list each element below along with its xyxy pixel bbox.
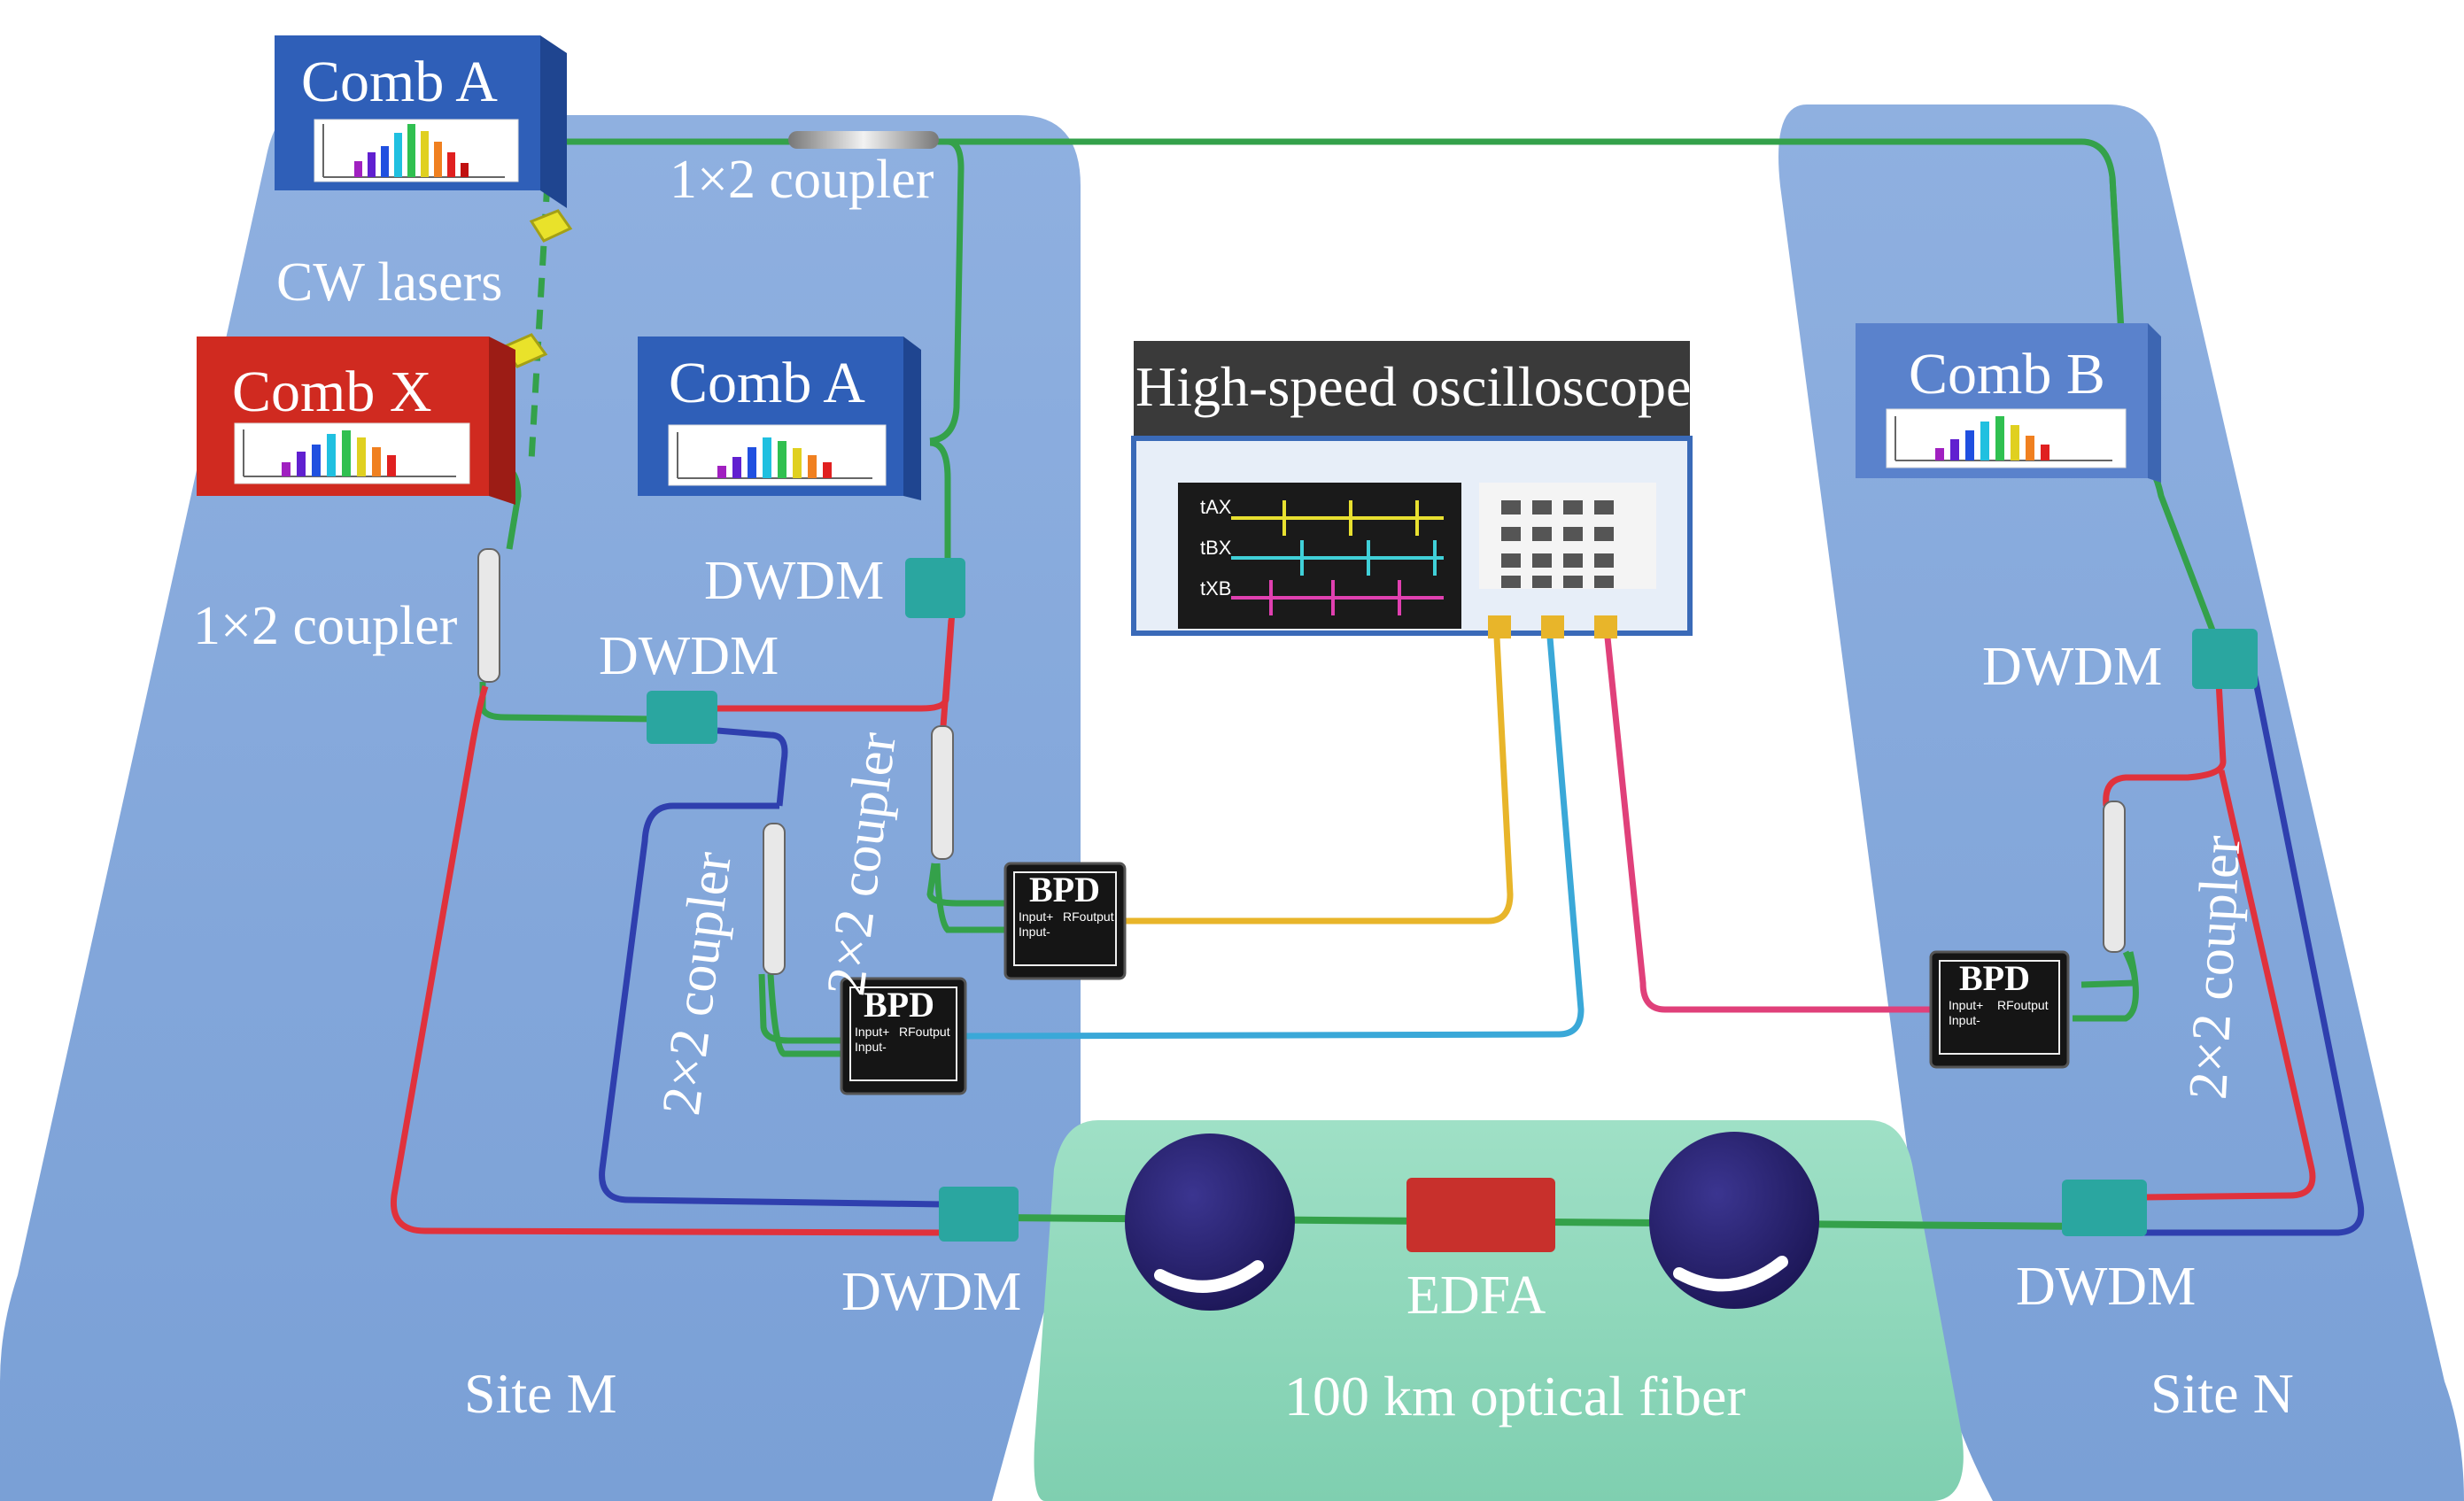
comb-b-device [1856, 323, 2161, 483]
bpd-upper-device [1003, 862, 1127, 980]
comb-a-top-spectrum-icon [322, 124, 505, 178]
coupler-right-2x2-label: 2×2 coupler [2178, 833, 2252, 1102]
coupler-left [477, 548, 500, 683]
bpd-right-port-in-plus: Input+ [1949, 998, 1984, 1012]
bpd-lower-port-in-plus: Input+ [855, 1025, 890, 1039]
bpd-upper-port-rf: RFoutput [1063, 909, 1114, 924]
fiber-red-left [390, 685, 949, 1236]
oscilloscope-device [1131, 341, 1693, 638]
coupler-mid-2x2 [931, 725, 954, 860]
trace-tbx-label: tBX [1200, 537, 1232, 559]
fiber-blue-right-loop [2143, 672, 2365, 1236]
trace-txb [1231, 580, 1444, 615]
bpd-right-port-rf: RFoutput [1997, 998, 2049, 1012]
comb-b-spectrum-icon [1894, 416, 2112, 461]
edfa-label: EDFA [1406, 1265, 1546, 1326]
site-m-label: Site M [464, 1362, 617, 1425]
dwdm-upper-mid-label: DWDM [704, 551, 885, 611]
bpd-lower-title: BPD [864, 985, 934, 1025]
cable-yellow [1125, 637, 1514, 925]
comb-x-spectrum-icon [243, 429, 456, 477]
dwdm-right-bottom [2062, 1180, 2147, 1236]
trace-tax-label: tAX [1200, 496, 1232, 518]
dwdm-right-upper [2192, 629, 2258, 689]
spool-right [1649, 1132, 1819, 1309]
bpd-lower-port-rf: RFoutput [899, 1025, 950, 1039]
dwdm-upper-left-label: DWDM [599, 626, 779, 686]
edfa-box [1406, 1178, 1555, 1252]
comb-a-mid-label: Comb A [669, 351, 865, 415]
bpd-right-title: BPD [1959, 958, 2030, 998]
fiber-red-right-dwdm [2103, 681, 2227, 807]
comb-b-label: Comb B [1909, 342, 2105, 406]
dwdm-bottom-left [939, 1187, 1019, 1242]
trace-tax [1231, 500, 1444, 536]
dwdm-right-upper-label: DWDM [1982, 637, 2163, 697]
comb-a-mid-spectrum-icon [677, 432, 872, 479]
cable-cyan [965, 637, 1585, 1040]
fiber-coupler-to-comb-a [929, 138, 965, 445]
fiber-cw-dashed [528, 150, 553, 461]
bpd-lower-device [840, 977, 967, 1095]
coupler-top [788, 131, 939, 149]
fiber-red-right-loop [2142, 770, 2316, 1201]
fiber-link-label: 100 km optical fiber [1284, 1365, 1746, 1427]
bpd-right-port-in-minus: Input- [1949, 1013, 1980, 1027]
fiber-mid-coupler-bpd [926, 863, 1019, 933]
dwdm-upper-mid [905, 558, 965, 618]
coupler-left-label: 1×2 coupler [193, 596, 458, 656]
comb-x-label: Comb X [232, 360, 432, 424]
bpd-upper-port-in-minus: Input- [1019, 925, 1050, 939]
coupler-top-label: 1×2 coupler [670, 150, 934, 210]
coupler-right-2x2 [2103, 801, 2126, 953]
fiber-red-dwdm-coupler [940, 619, 955, 727]
dwdm-right-bottom-label: DWDM [2016, 1257, 2197, 1317]
fiber-comba-dwdm [929, 439, 951, 567]
coupler-left-2x2 [763, 823, 786, 975]
bpd-upper-port-in-plus: Input+ [1019, 909, 1054, 924]
comb-a-top-label: Comb A [301, 50, 498, 114]
fiber-right-coupler-bpd [2073, 950, 2139, 1022]
bpd-upper-title: BPD [1029, 870, 1100, 909]
bpd-lower-port-in-minus: Input- [855, 1040, 887, 1054]
cw-lasers-label: CW lasers [276, 252, 503, 313]
oscilloscope-title: High-speed oscilloscope [1135, 355, 1692, 418]
dwdm-bottom-left-label: DWDM [841, 1262, 1022, 1322]
spool-left [1125, 1133, 1295, 1311]
fiber-blue-dwdm-coupler [717, 727, 788, 807]
fiber-left-coupler-dwdm [479, 682, 656, 723]
cw-laser-1 [529, 209, 573, 243]
trace-txb-label: tXB [1200, 577, 1232, 600]
fiber-left-coupler-bpd [758, 973, 850, 1057]
bpd-right-device [1929, 950, 2070, 1069]
trace-tbx [1231, 540, 1444, 576]
fiber-blue-left [599, 802, 944, 1208]
site-n-label: Site N [2150, 1362, 2294, 1425]
dwdm-upper-left [647, 691, 717, 744]
cable-pink [1604, 637, 1931, 1013]
